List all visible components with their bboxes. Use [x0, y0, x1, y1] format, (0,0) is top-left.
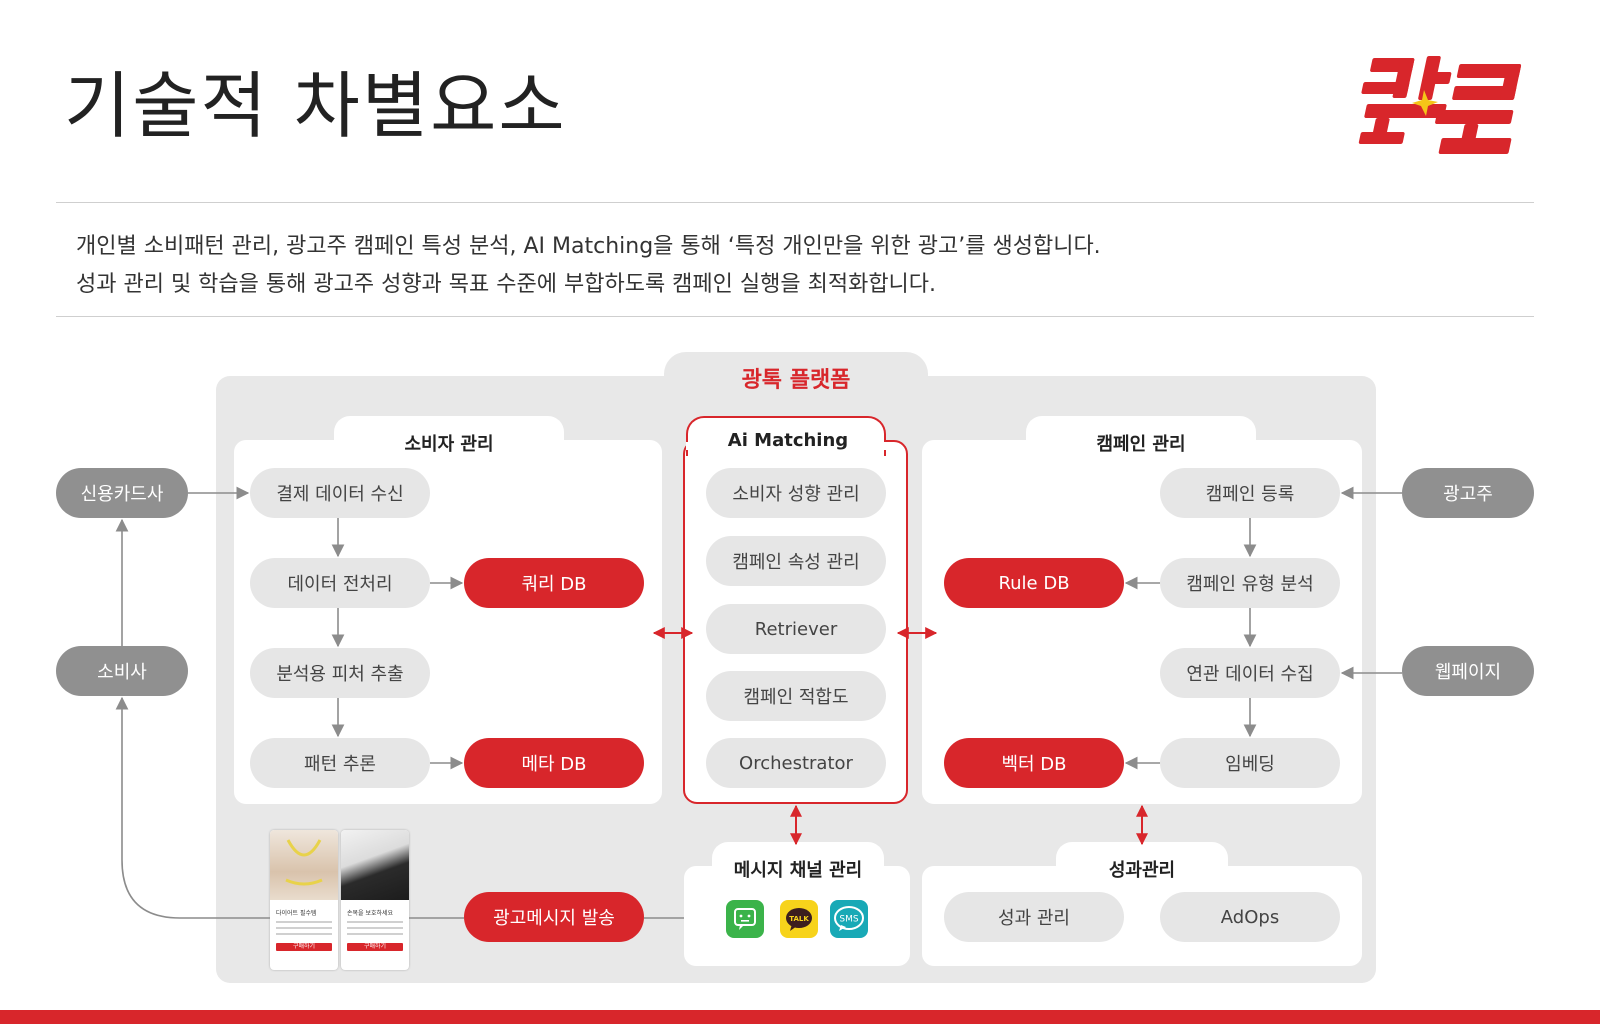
campaign-panel-title: 캠페인 관리 — [1096, 434, 1186, 455]
ai-matching-tab-joint — [686, 442, 887, 450]
step-related-data-collection: 연관 데이터 수집 — [1160, 648, 1340, 698]
query-db: 쿼리 DB — [464, 558, 644, 608]
external-credit-card-company: 신용카드사 — [56, 468, 188, 518]
description-line-2: 성과 관리 및 학습을 통해 광고주 성향과 목표 수준에 부합하도록 캠페인 … — [76, 272, 937, 297]
ad-card-diet: 다이어트 필수템 구매하기 — [270, 830, 338, 970]
platform-title: 광톡 플랫폼 — [741, 368, 851, 393]
divider-bottom — [56, 316, 1534, 317]
external-advertiser: 광고주 — [1402, 468, 1534, 518]
matching-campaign-attributes: 캠페인 속성 관리 — [706, 536, 886, 586]
ad-card-wrist-title: 손목을 보호하세요 — [347, 910, 394, 917]
consumer-panel-title: 소비자 관리 — [404, 434, 494, 455]
step-campaign-type-analysis: 캠페인 유형 분석 — [1160, 558, 1340, 608]
platform-tab — [664, 352, 928, 404]
ad-card-diet-title: 다이어트 필수템 — [276, 910, 317, 917]
matching-retriever: Retriever — [706, 604, 886, 654]
step-pattern-inference: 패턴 추론 — [250, 738, 430, 788]
ad-message-send: 광고메시지 발송 — [464, 892, 644, 942]
ad-card-wrist: 손목을 보호하세요 구매하기 — [341, 830, 409, 970]
external-webpage: 웹페이지 — [1402, 646, 1534, 696]
ai-matching-title: Ai Matching — [727, 430, 849, 451]
message-channel-title: 메시지 채널 관리 — [733, 860, 863, 881]
matching-orchestrator: Orchestrator — [706, 738, 886, 788]
sms-text: SMS — [839, 915, 858, 925]
brand-logo — [1350, 52, 1530, 164]
external-consumer: 소비사 — [56, 646, 188, 696]
performance-adops: AdOps — [1160, 892, 1340, 942]
description-line-1: 개인별 소비패턴 관리, 광고주 캠페인 특성 분석, AI Matching을… — [76, 234, 1101, 259]
ad-card-diet-buy-button[interactable]: 구매하기 — [276, 943, 332, 951]
ad-card-diet-image — [270, 830, 338, 900]
step-payment-data: 결제 데이터 수신 — [250, 468, 430, 518]
message-icon — [726, 900, 764, 938]
sms-icon: SMS — [830, 900, 868, 938]
step-campaign-registration: 캠페인 등록 — [1160, 468, 1340, 518]
matching-campaign-fit: 캠페인 적합도 — [706, 671, 886, 721]
step-embedding: 임베딩 — [1160, 738, 1340, 788]
rule-db: Rule DB — [944, 558, 1124, 608]
footer-accent-bar — [0, 1010, 1600, 1024]
page-title: 기술적 차별요소 — [64, 64, 567, 148]
step-preprocessing: 데이터 전처리 — [250, 558, 430, 608]
meta-db: 메타 DB — [464, 738, 644, 788]
matching-consumer-tendency: 소비자 성향 관리 — [706, 468, 886, 518]
ad-card-wrist-buy-button[interactable]: 구매하기 — [347, 943, 403, 951]
arrow-ad-to-consumer — [115, 696, 270, 919]
ad-card-wrist-image — [341, 830, 409, 900]
step-feature-extraction: 분석용 피처 추출 — [250, 648, 430, 698]
performance-title: 성과관리 — [1108, 860, 1176, 881]
vector-db: 벡터 DB — [944, 738, 1124, 788]
kakaotalk-icon: TALK — [780, 900, 818, 938]
divider-top — [56, 202, 1534, 203]
kakaotalk-text: TALK — [789, 915, 809, 923]
performance-management: 성과 관리 — [944, 892, 1124, 942]
